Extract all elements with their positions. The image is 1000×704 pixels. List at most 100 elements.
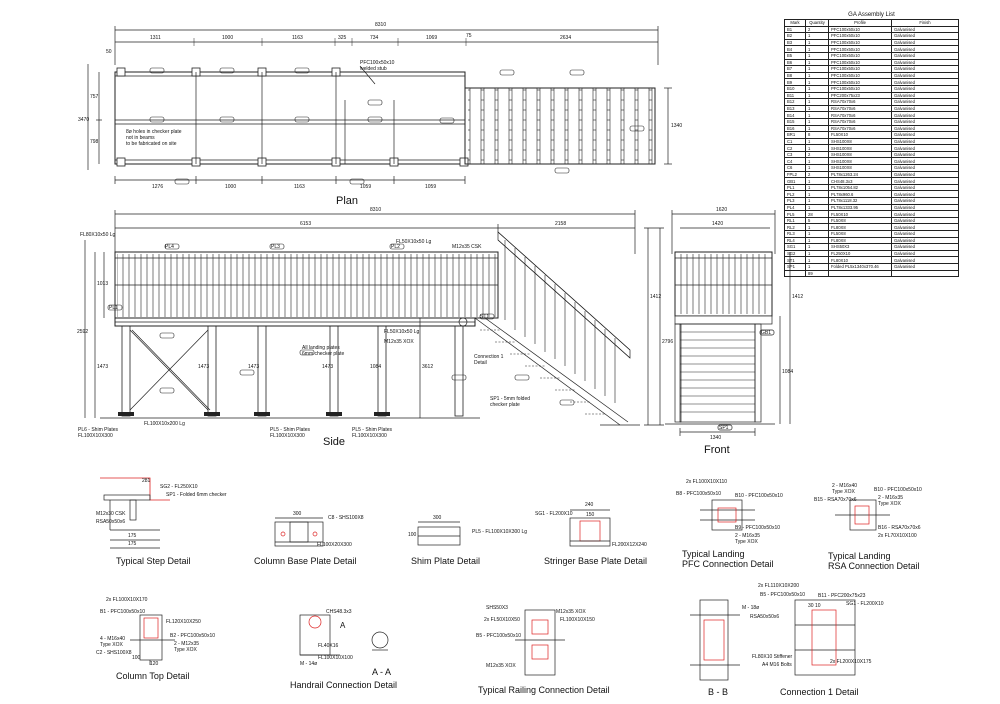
note-step-sp1: SP1 - Folded 6mm checker [166,492,227,498]
assembly-cell-finish: Galvanised [891,144,959,152]
note-hr-chs: CHS48.3x3 [326,609,352,615]
side-note-pl5-a-size: FL100X10X300 [270,433,305,439]
side-span-2: 2158 [555,221,567,227]
assembly-cell-qty: 1 [805,203,829,212]
front-inner-dim: 1420 [712,221,724,227]
assembly-cell-mark: B14 [784,111,806,119]
side-title: Side [323,436,346,448]
assembly-cell-finish: Galvanised [891,262,959,271]
assembly-cell-profile: FL250X10 [828,249,892,258]
assembly-cell-profile: PFC100x50x10 [828,78,892,86]
assembly-cell-mark: B7 [784,65,806,73]
assembly-cell-profile: PFC100x50x10 [828,45,892,53]
note-rl-fl: 2x FL50X10X50 [484,617,520,623]
front-title: Front [704,444,730,456]
note-rsa-fl: 2x FL70X10X100 [878,533,917,539]
side-height-4: 1473 [198,364,210,370]
note-c1-m16: A4 M16 Bolts [762,662,792,668]
side-overall-dim: 8310 [370,207,382,213]
note-ct-b1: B1 - PFC100x50x10 [100,609,146,615]
assembly-cell-qty: 1 [805,38,829,47]
note-pfc-b10: B10 - PFC100x50x10 [735,493,783,499]
note-rsa-m16b: 2 - M16x35 [878,495,904,501]
assembly-cell-mark: B12 [784,98,806,106]
assembly-cell-mark: B1 [784,25,806,34]
note-c1-fl3: 2x FL200X10X175 [830,659,872,665]
note-c1-b5: B5 - PFC100x50x10 [760,592,806,598]
assembly-cell-finish: Galvanised [891,78,959,86]
assembly-cell-profile: PL78x1054.82 [828,183,892,192]
assembly-cell-qty: 1 [805,111,829,119]
note-ct-xox2: Type XOX [174,647,197,653]
assembly-cell-mark [784,269,806,278]
assembly-cell-qty: 1 [805,230,829,238]
side-note-landing-2: 6mm checker plate [302,351,345,357]
plan-dim-top-1: 1311 [150,35,161,41]
title-shim-plate: Shim Plate Detail [411,556,481,566]
assembly-cell-mark: PL5 [784,210,806,218]
assembly-cell-profile: FL80X8 [828,236,892,245]
assembly-cell-qty: 2 [805,25,829,34]
assembly-cell-finish: Galvanised [891,190,959,199]
assembly-cell-mark: B9 [784,78,806,86]
assembly-cell-qty: 1 [805,91,829,100]
assembly-cell-profile: FL80X8 [828,223,892,231]
callout-pl4: PL4 [165,244,174,250]
assembly-cell-mark: FPL2 [784,170,806,179]
note-hr-fl2: FL100X10X100 [318,655,353,661]
plan-note-holes-2: not in beams [126,135,155,141]
plan-dim-left-2: 798 [90,139,99,145]
assembly-list-caption: GA Assembly List [848,12,895,18]
assembly-cell-mark: B8 [784,71,806,80]
plan-dim-top-2: 1000 [222,35,234,41]
assembly-cell-qty: 1 [805,78,829,86]
assembly-cell-mark: PL2 [784,190,806,199]
plan-dim-bottom-4: 1059 [360,184,372,190]
side-note-fl-top-2: FL50X10x50 Lg [396,239,432,245]
assembly-cell-qty: 1 [805,32,829,40]
plan-overall-dim: 8310 [375,22,387,28]
note-ct-fl: 2x FL100X10X170 [106,597,148,603]
assembly-cell-qty: 1 [805,223,829,231]
assembly-cell-finish: Galvanised [891,32,959,40]
plan-dim-bottom-2: 1000 [225,184,237,190]
assembly-cell-profile: PFC100x50x10 [828,71,892,80]
note-step-sg2: SG2 - FL250X10 [160,484,198,490]
side-note-fl-mid: FL50X10x50 Lg [384,329,420,335]
assembly-list-table: GA Assembly List Mark Quantity Profile F… [784,12,959,278]
assembly-cell-mark: ST1 [784,256,806,264]
note-ct-m16b: 2 - M12x35 [174,641,200,647]
assembly-cell-finish: Galvanised [891,256,959,264]
assembly-cell-qty: 1 [805,177,829,185]
assembly-cell-mark: C6 [784,164,806,172]
detail-connection1 [794,599,856,676]
assembly-cell-mark: C3 [784,150,806,159]
plan-note-pfc-2: welded stub [360,66,387,72]
note-shim-300: 300 [433,515,442,521]
assembly-cell-qty: 1 [805,45,829,53]
title-section-aa: A - A [372,667,392,677]
detail-section-bb [690,599,740,681]
assembly-cell-mark: C1 [784,137,806,146]
note-c1-fl2: FL80X10 Stiffener [752,654,793,660]
assembly-cell-mark: B4 [784,45,806,53]
assembly-cell-qty: 1 [805,144,829,152]
note-c1-fl: 2x FL110X10X200 [758,583,800,589]
assembly-cell-finish: Galvanised [891,203,959,212]
assembly-cell-mark: PL1 [784,183,806,192]
assembly-row: 89 [784,269,959,278]
note-step-281: 281 [142,478,151,484]
assembly-cell-mark: B13 [784,104,806,113]
assembly-cell-mark: C2 [784,144,806,152]
side-height-3: 1473 [97,364,109,370]
